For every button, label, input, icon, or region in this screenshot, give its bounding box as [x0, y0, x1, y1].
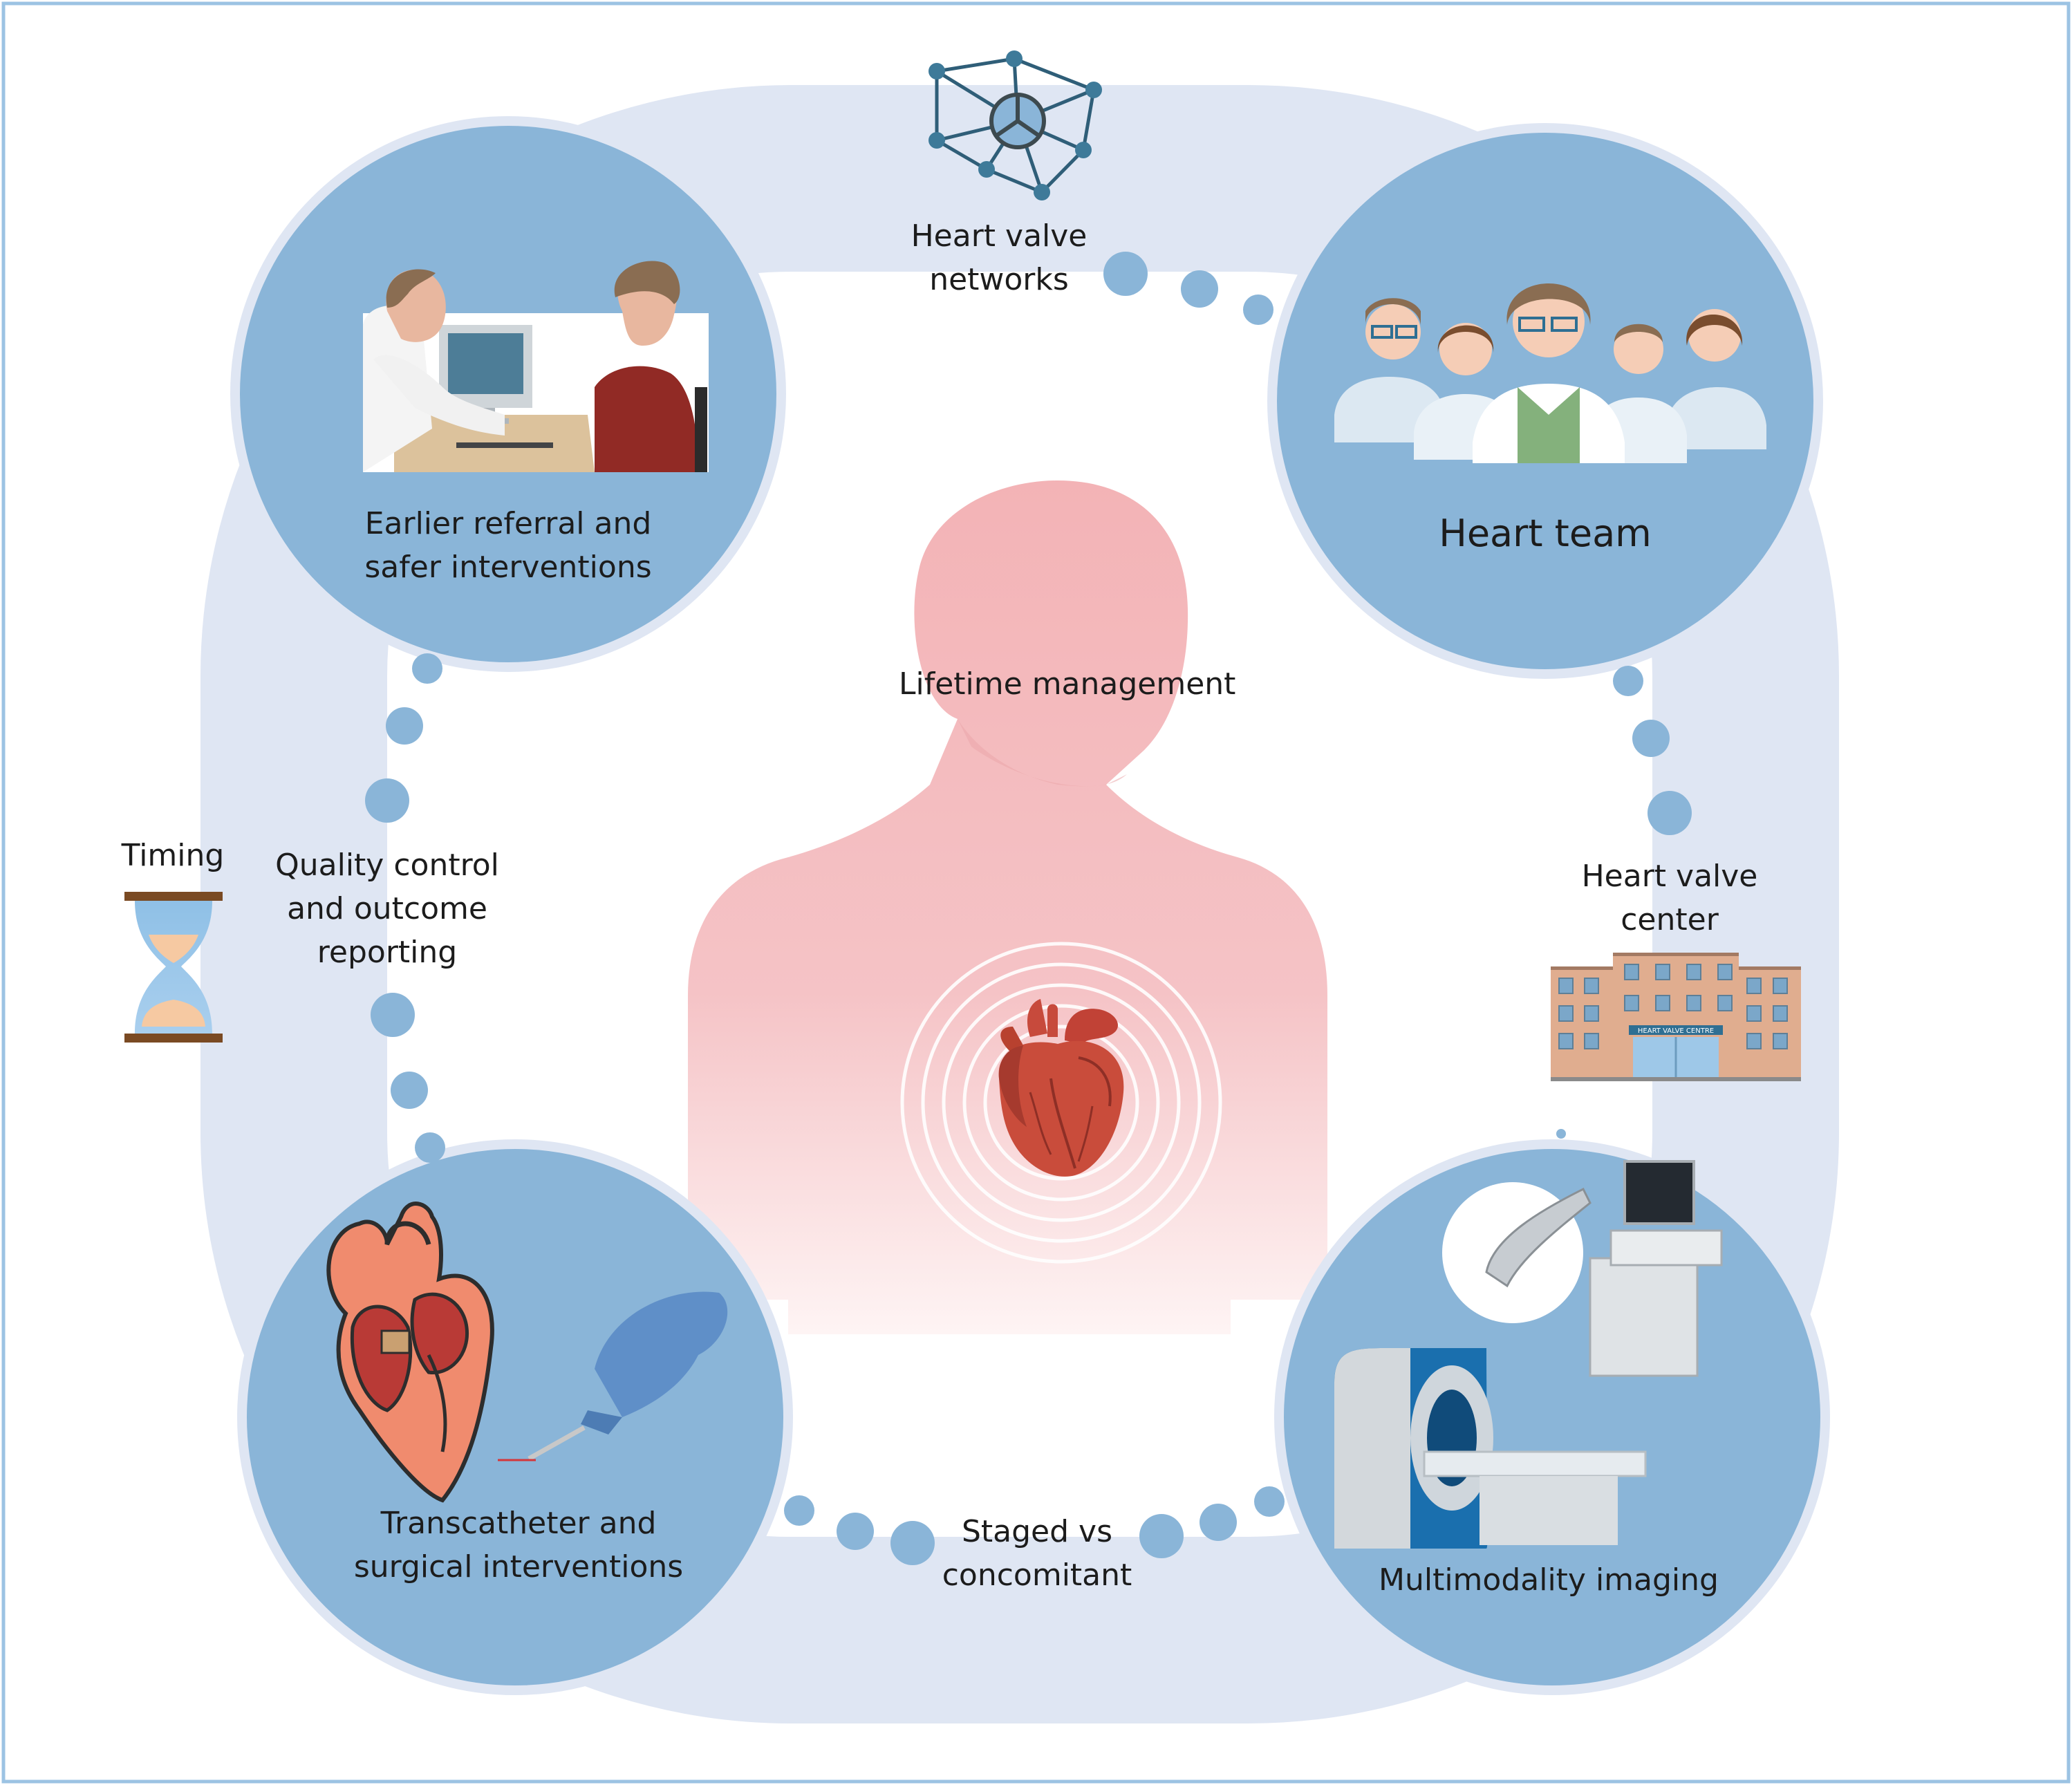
node-label-line: surgical interventions: [353, 1549, 684, 1585]
surgical-heart-illustration: [326, 1202, 728, 1503]
connector-dots: [365, 252, 1692, 1565]
node-label-heart-team: Heart team: [1383, 512, 1708, 555]
connector-label-networks: Heart valve networks: [868, 214, 1130, 301]
heart-team-illustration: [1334, 283, 1766, 463]
imaging-equipment-illustration: [1334, 1160, 1723, 1549]
node-label-line: safer interventions: [364, 550, 652, 585]
node-label-imaging: Multimodality imaging: [1362, 1558, 1735, 1602]
node-label-line: Multimodality imaging: [1379, 1562, 1719, 1598]
connector-label-line: Heart valve: [1581, 859, 1758, 894]
connector-label-line: center: [1621, 902, 1719, 937]
timing-label-text: Timing: [121, 838, 225, 873]
node-label-earlier-referral: Earlier referral and safer interventions: [339, 502, 678, 589]
node-label-transcatheter: Transcatheter and surgical interventions: [332, 1502, 705, 1589]
connector-label-line: Quality control: [275, 848, 499, 883]
connector-label-line: reporting: [317, 935, 458, 970]
node-circle-transcatheter: [237, 1139, 793, 1695]
node-label-line: Heart team: [1439, 512, 1652, 555]
connector-label-line: concomitant: [942, 1558, 1132, 1593]
node-label-line: Transcatheter and: [380, 1506, 657, 1541]
node-label-line: Earlier referral and: [364, 506, 652, 541]
center-label-text: Lifetime management: [899, 666, 1236, 702]
human-silhouette: [688, 480, 1327, 1334]
connector-label-staged: Staged vs concomitant: [913, 1510, 1161, 1597]
doctor-patient-illustration: [363, 261, 709, 472]
network-hub-spokes: [996, 97, 1039, 137]
anatomical-heart-icon: [998, 999, 1124, 1177]
hospital-building-icon: HEART VALVE CENTRE: [1551, 953, 1801, 1081]
center-label: Lifetime management: [899, 662, 1236, 706]
network-nodes: [928, 50, 1102, 200]
hourglass-icon: [124, 892, 223, 1043]
connector-label-line: and outcome: [287, 891, 487, 926]
heart-pulse-rings: [900, 942, 1222, 1264]
process-ring: [200, 85, 1839, 1723]
connector-label-line: Heart valve: [911, 218, 1088, 254]
connector-label-line: networks: [929, 262, 1069, 297]
hospital-sign: HEART VALVE CENTRE: [1638, 1027, 1714, 1035]
timing-label: Timing: [97, 834, 249, 877]
connector-label-center: Heart valve center: [1542, 854, 1798, 942]
connector-label-quality: Quality control and outcome reporting: [256, 843, 519, 974]
connector-label-line: Staged vs: [961, 1514, 1113, 1549]
